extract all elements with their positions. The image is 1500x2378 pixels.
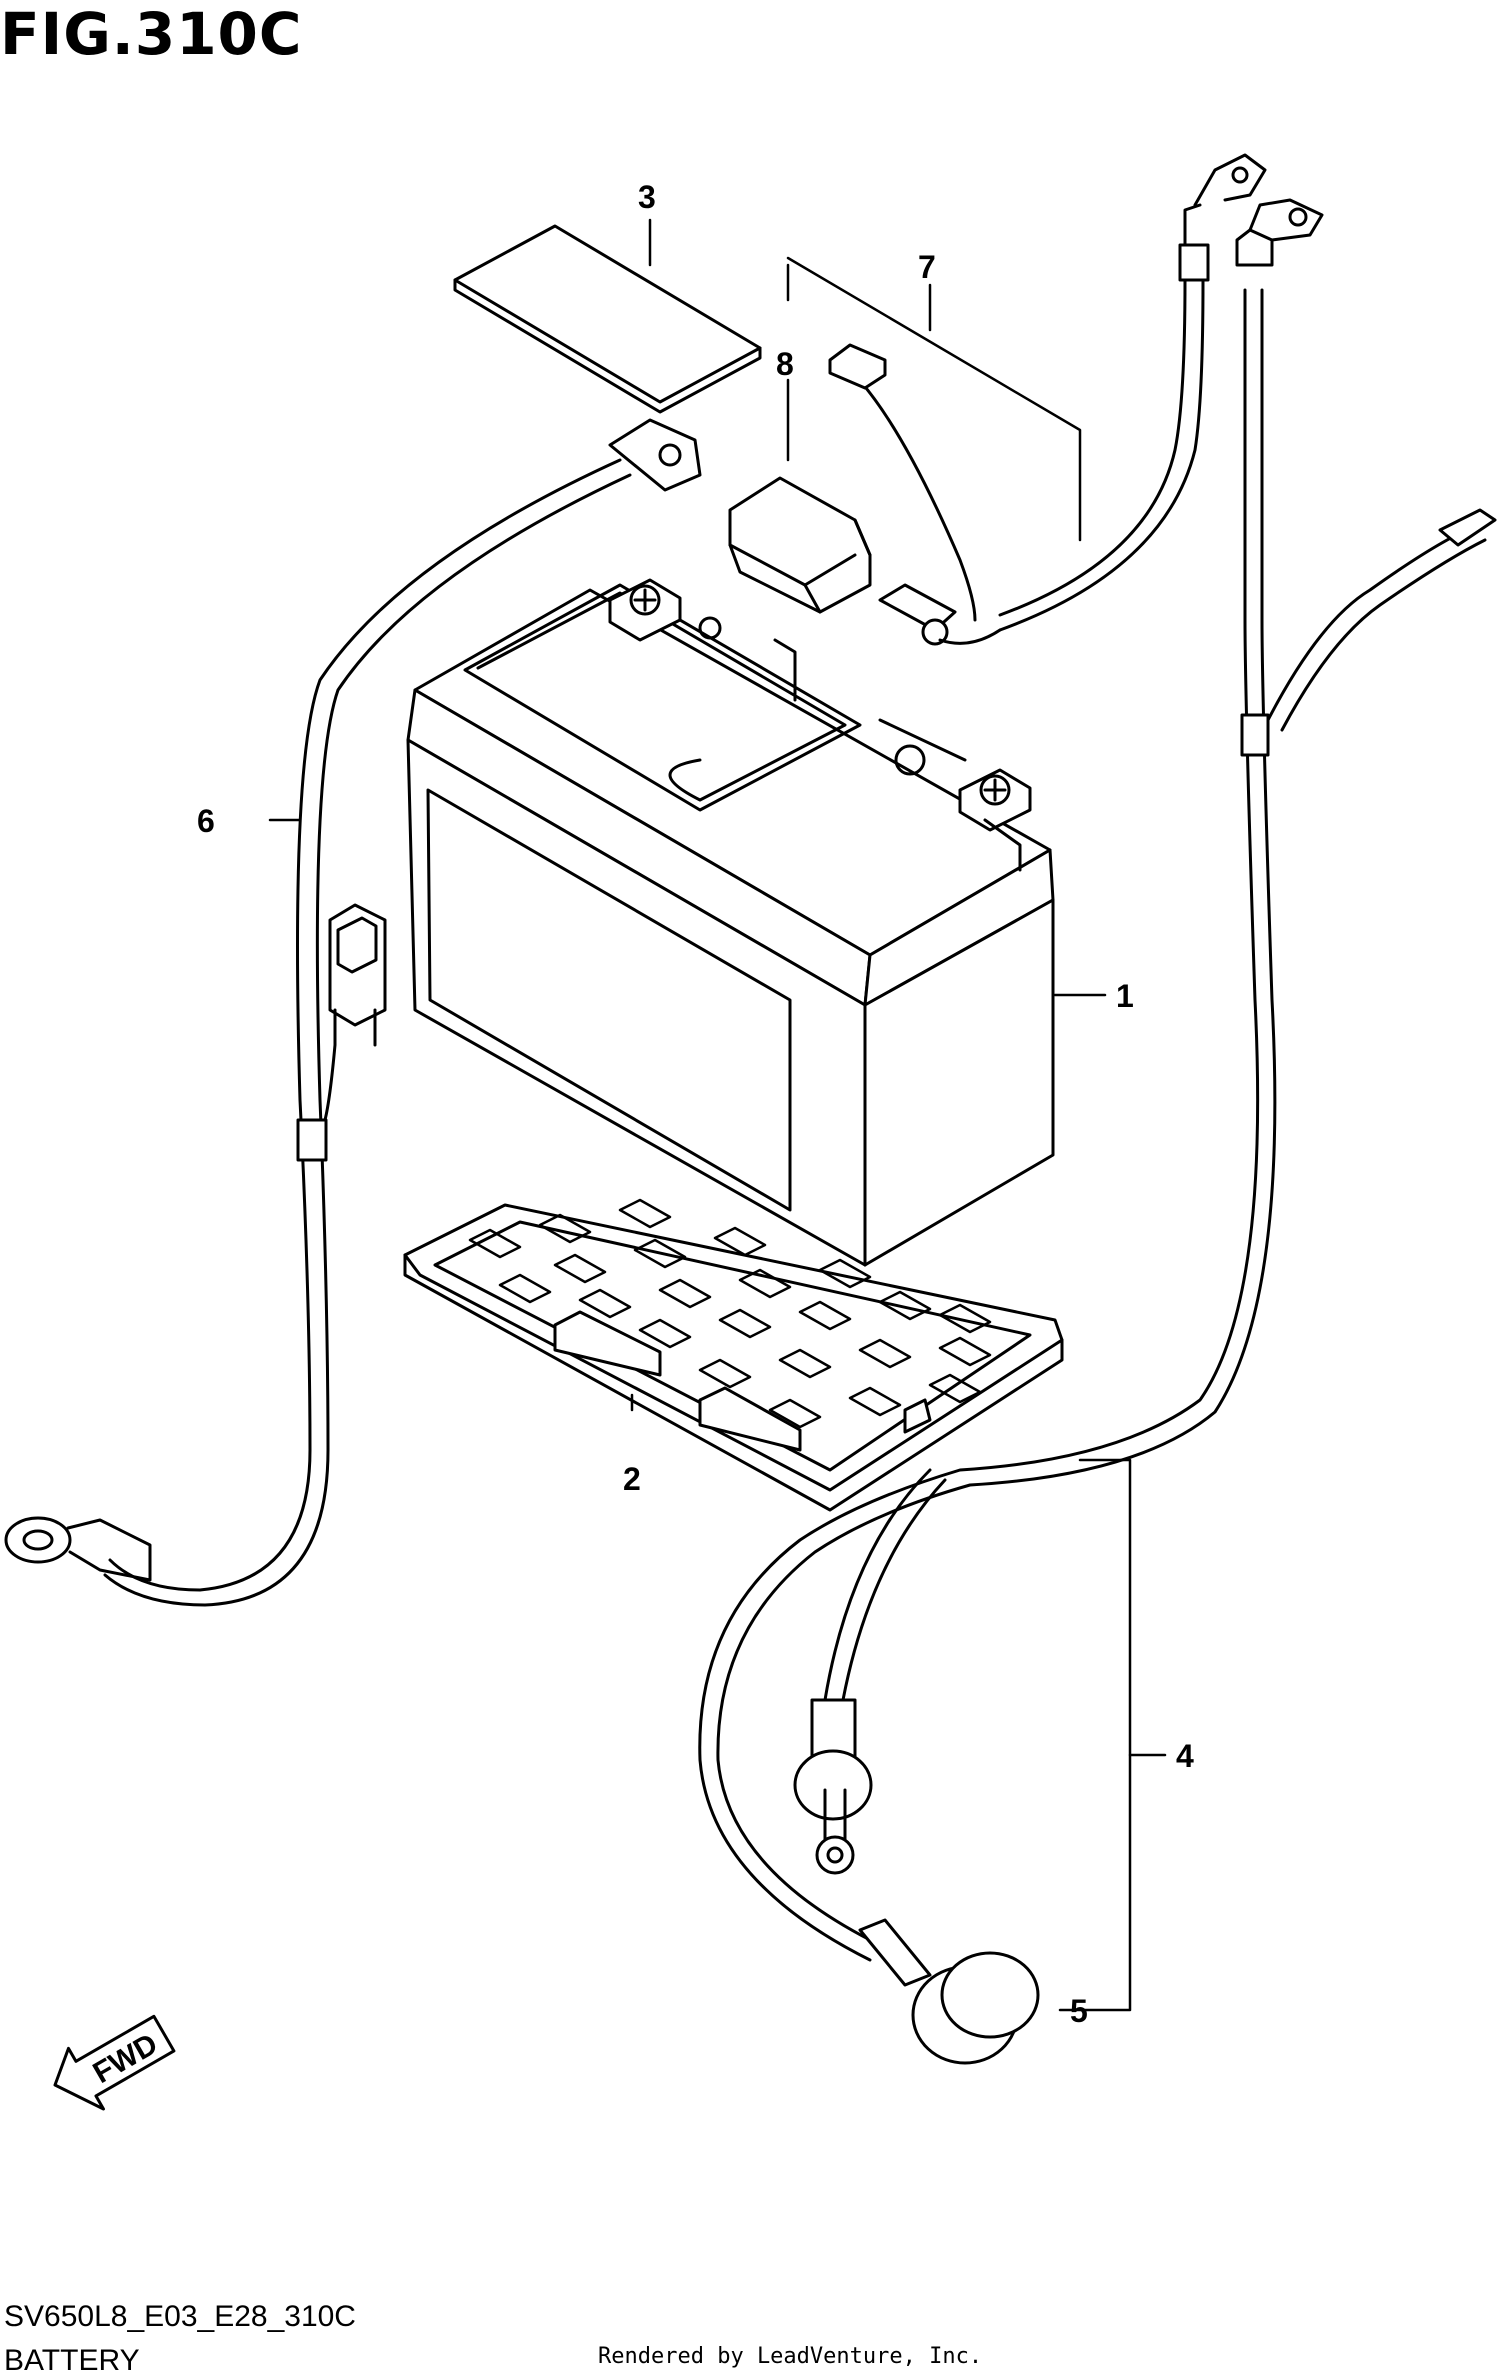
cable-part-6: [4, 418, 702, 1607]
callout-7: 7: [918, 249, 936, 285]
cable-part-4: [698, 198, 1497, 1962]
callout-4: 4: [1176, 1738, 1194, 1774]
figure-code: SV650L8_E03_E28_310C: [4, 2300, 356, 2333]
pad-part-3: [453, 224, 762, 414]
tray-part-2: [403, 1198, 1064, 1512]
callout-6: 6: [197, 803, 215, 839]
terminal-cap-part-8: [728, 476, 872, 614]
callout-8: 8: [776, 346, 794, 382]
cap-part-5: [858, 1918, 1040, 2065]
fwd-arrow-icon: FWD: [53, 2014, 176, 2111]
leader-lines: [268, 218, 1167, 2012]
battery-part-1: [406, 578, 1055, 1267]
callout-3: 3: [638, 179, 656, 215]
figure-name: BATTERY: [4, 2344, 140, 2377]
callout-labels: 3 7 8 6 1 2 4 5: [197, 179, 1194, 2029]
render-credit: Rendered by LeadVenture, Inc.: [598, 2344, 983, 2369]
harness-part-7: [828, 153, 1267, 646]
callout-2: 2: [623, 1461, 641, 1497]
callout-5: 5: [1070, 1993, 1088, 2029]
figure-title: FIG.310C: [0, 0, 303, 68]
callout-1: 1: [1116, 978, 1134, 1014]
